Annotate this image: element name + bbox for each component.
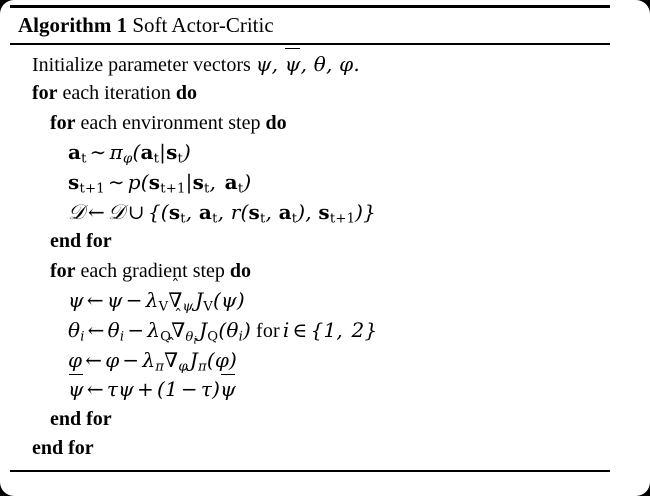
keyword-for: for <box>50 259 76 282</box>
algorithm-line-target-update: ψ←τψ+(1−τ)ψ <box>10 373 610 405</box>
keyword-end-for: end for <box>50 230 112 253</box>
algorithm-line-action-sample: at∼πφ(at|st) <box>10 138 610 168</box>
algorithm-line-state-transition: st+1∼p(st+1|st, at) <box>10 168 610 198</box>
algorithm-body: Initialize parameter vectors ψ, ψ, θ, φ.… <box>10 45 610 470</box>
algorithm-line-replay-buffer-update: 𝒟←𝒟∪{(st, at, r(st, at), st+1)} <box>10 198 610 228</box>
keyword-end-for: end for <box>50 407 112 430</box>
algorithm-bottom-rule <box>10 469 610 472</box>
loop-condition-gradient-step: each gradient step <box>80 259 225 282</box>
algorithm-header-separator <box>10 43 610 45</box>
loop-condition-environment-step: each environment step <box>80 111 261 134</box>
equation-replay-buffer-update: 𝒟←𝒟∪{(st, at, r(st, at), st+1)} <box>68 199 377 227</box>
psi-bar-symbol: ψ <box>285 48 301 80</box>
equation-target-update: ψ←τψ+(1−τ)ψ <box>68 373 236 401</box>
roman-for-word: for <box>256 319 280 342</box>
algorithm-line-for-gradient-step: for each gradient step do <box>10 257 610 287</box>
equation-state-transition: st+1∼p(st+1|st, at) <box>68 169 252 197</box>
keyword-do: do <box>229 259 252 282</box>
keyword-end-for: end for <box>32 437 94 460</box>
algorithm-line-for-iteration: for each iteration do <box>10 79 610 109</box>
algorithm-top-rule <box>10 5 610 8</box>
algorithm-title: Algorithm 1 Soft Actor-Critic <box>10 8 610 43</box>
initialize-label: Initialize parameter vectors <box>32 53 251 76</box>
algorithm-label: Algorithm 1 <box>18 13 128 37</box>
equation-action-sample: at∼πφ(at|st) <box>68 140 192 168</box>
algorithm-line-for-environment-step: for each environment step do <box>10 109 610 139</box>
keyword-do: do <box>175 82 197 105</box>
keyword-do: do <box>265 111 287 134</box>
algorithm-line-initialize: Initialize parameter vectors ψ, ψ, θ, φ. <box>10 48 610 80</box>
keyword-for: for <box>32 82 58 105</box>
algorithm-line-end-for-environment: end for <box>10 227 610 257</box>
algorithm-line-end-for-gradient: end for <box>10 405 610 435</box>
algorithm-block: Algorithm 1 Soft Actor-Critic Initialize… <box>10 0 610 472</box>
initialize-symbols: ψ, ψ, θ, φ. <box>256 48 360 76</box>
keyword-for: for <box>50 111 76 134</box>
algorithm-line-end-for-iteration: end for <box>10 434 610 464</box>
algorithm-name: Soft Actor-Critic <box>132 13 274 37</box>
loop-condition-iteration: each iteration <box>62 82 171 105</box>
